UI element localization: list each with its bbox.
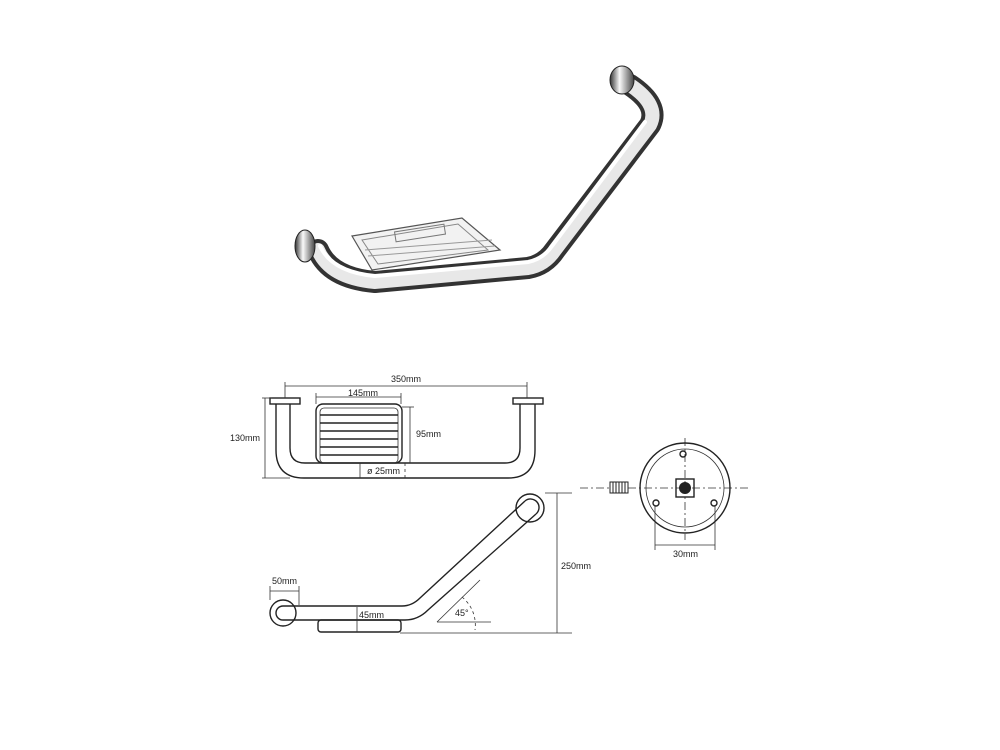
- dim-total-rise: 250mm: [561, 561, 591, 571]
- dim-hole-spacing: 30mm: [673, 549, 698, 559]
- screw-icon: [609, 481, 629, 494]
- dim-overall-width: 350mm: [391, 374, 421, 384]
- dim-tube-diameter: ø 25mm: [367, 466, 400, 476]
- front-view: 350mm 145mm 130mm 95mm ø 25mm: [230, 374, 544, 479]
- dim-basket-width: 145mm: [348, 388, 378, 398]
- dim-angle: 45°: [455, 608, 469, 618]
- basket-front: [315, 403, 403, 464]
- dim-flange-offset: 50mm: [272, 576, 297, 586]
- dim-basket-height: 95mm: [416, 429, 441, 439]
- left-flange: [294, 229, 316, 263]
- soap-basket: [351, 217, 502, 271]
- basket-side: [317, 619, 402, 633]
- product-photo: [294, 65, 664, 293]
- dim-overall-height: 130mm: [230, 433, 260, 443]
- dim-basket-depth: 45mm: [359, 610, 384, 620]
- side-view: 250mm 50mm 45mm 45°: [269, 492, 591, 634]
- flange-detail: 30mm: [580, 438, 748, 559]
- right-flange: [609, 65, 635, 95]
- screw-center-icon: [675, 478, 695, 498]
